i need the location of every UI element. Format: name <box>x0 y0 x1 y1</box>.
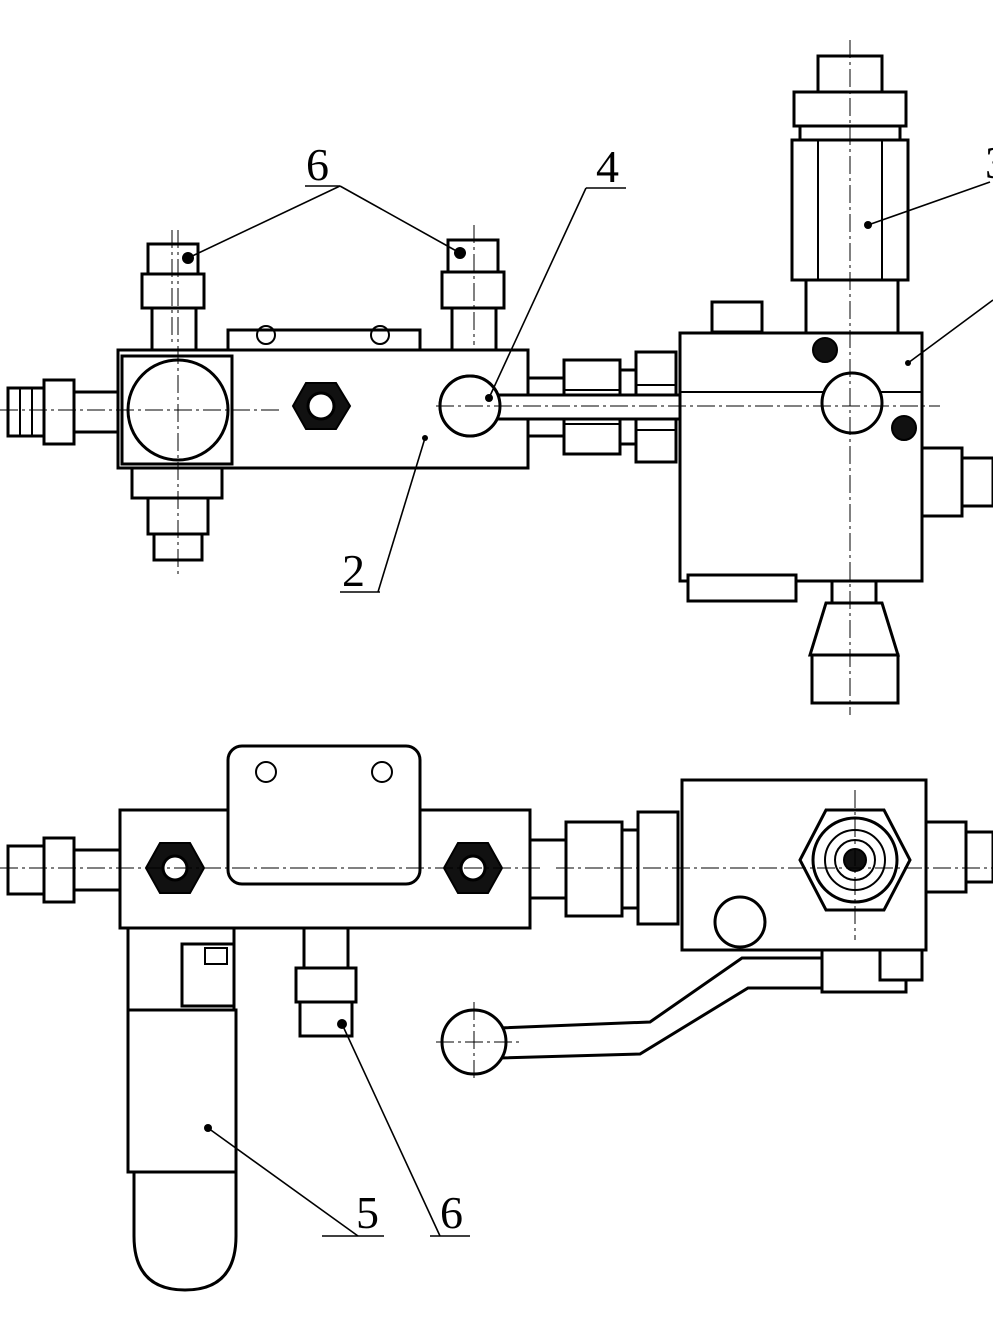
callout-4: 4 <box>596 141 619 192</box>
handle-lever <box>440 948 924 1076</box>
callout-3: 3 <box>985 137 993 188</box>
top-fittings-6 <box>140 238 506 352</box>
valve-body-3 <box>678 300 993 603</box>
connecting-pipe-lower <box>528 810 680 926</box>
left-inlet-fitting-lower <box>6 836 122 904</box>
callout-6-top: 6 <box>306 139 329 190</box>
accumulator-5 <box>126 926 238 1292</box>
top-view <box>0 40 993 715</box>
lower-fitting-6 <box>294 926 358 1038</box>
distributor-block-lower <box>118 744 532 930</box>
left-inlet-fitting <box>6 378 122 446</box>
lower-outlet <box>807 579 901 705</box>
valve-body-lower <box>680 778 993 952</box>
callout-2: 2 <box>342 545 365 596</box>
callout-5: 5 <box>356 1187 379 1238</box>
bottom-view <box>0 744 993 1292</box>
callout-6-bottom: 6 <box>440 1187 463 1238</box>
lower-fitting <box>130 466 224 562</box>
